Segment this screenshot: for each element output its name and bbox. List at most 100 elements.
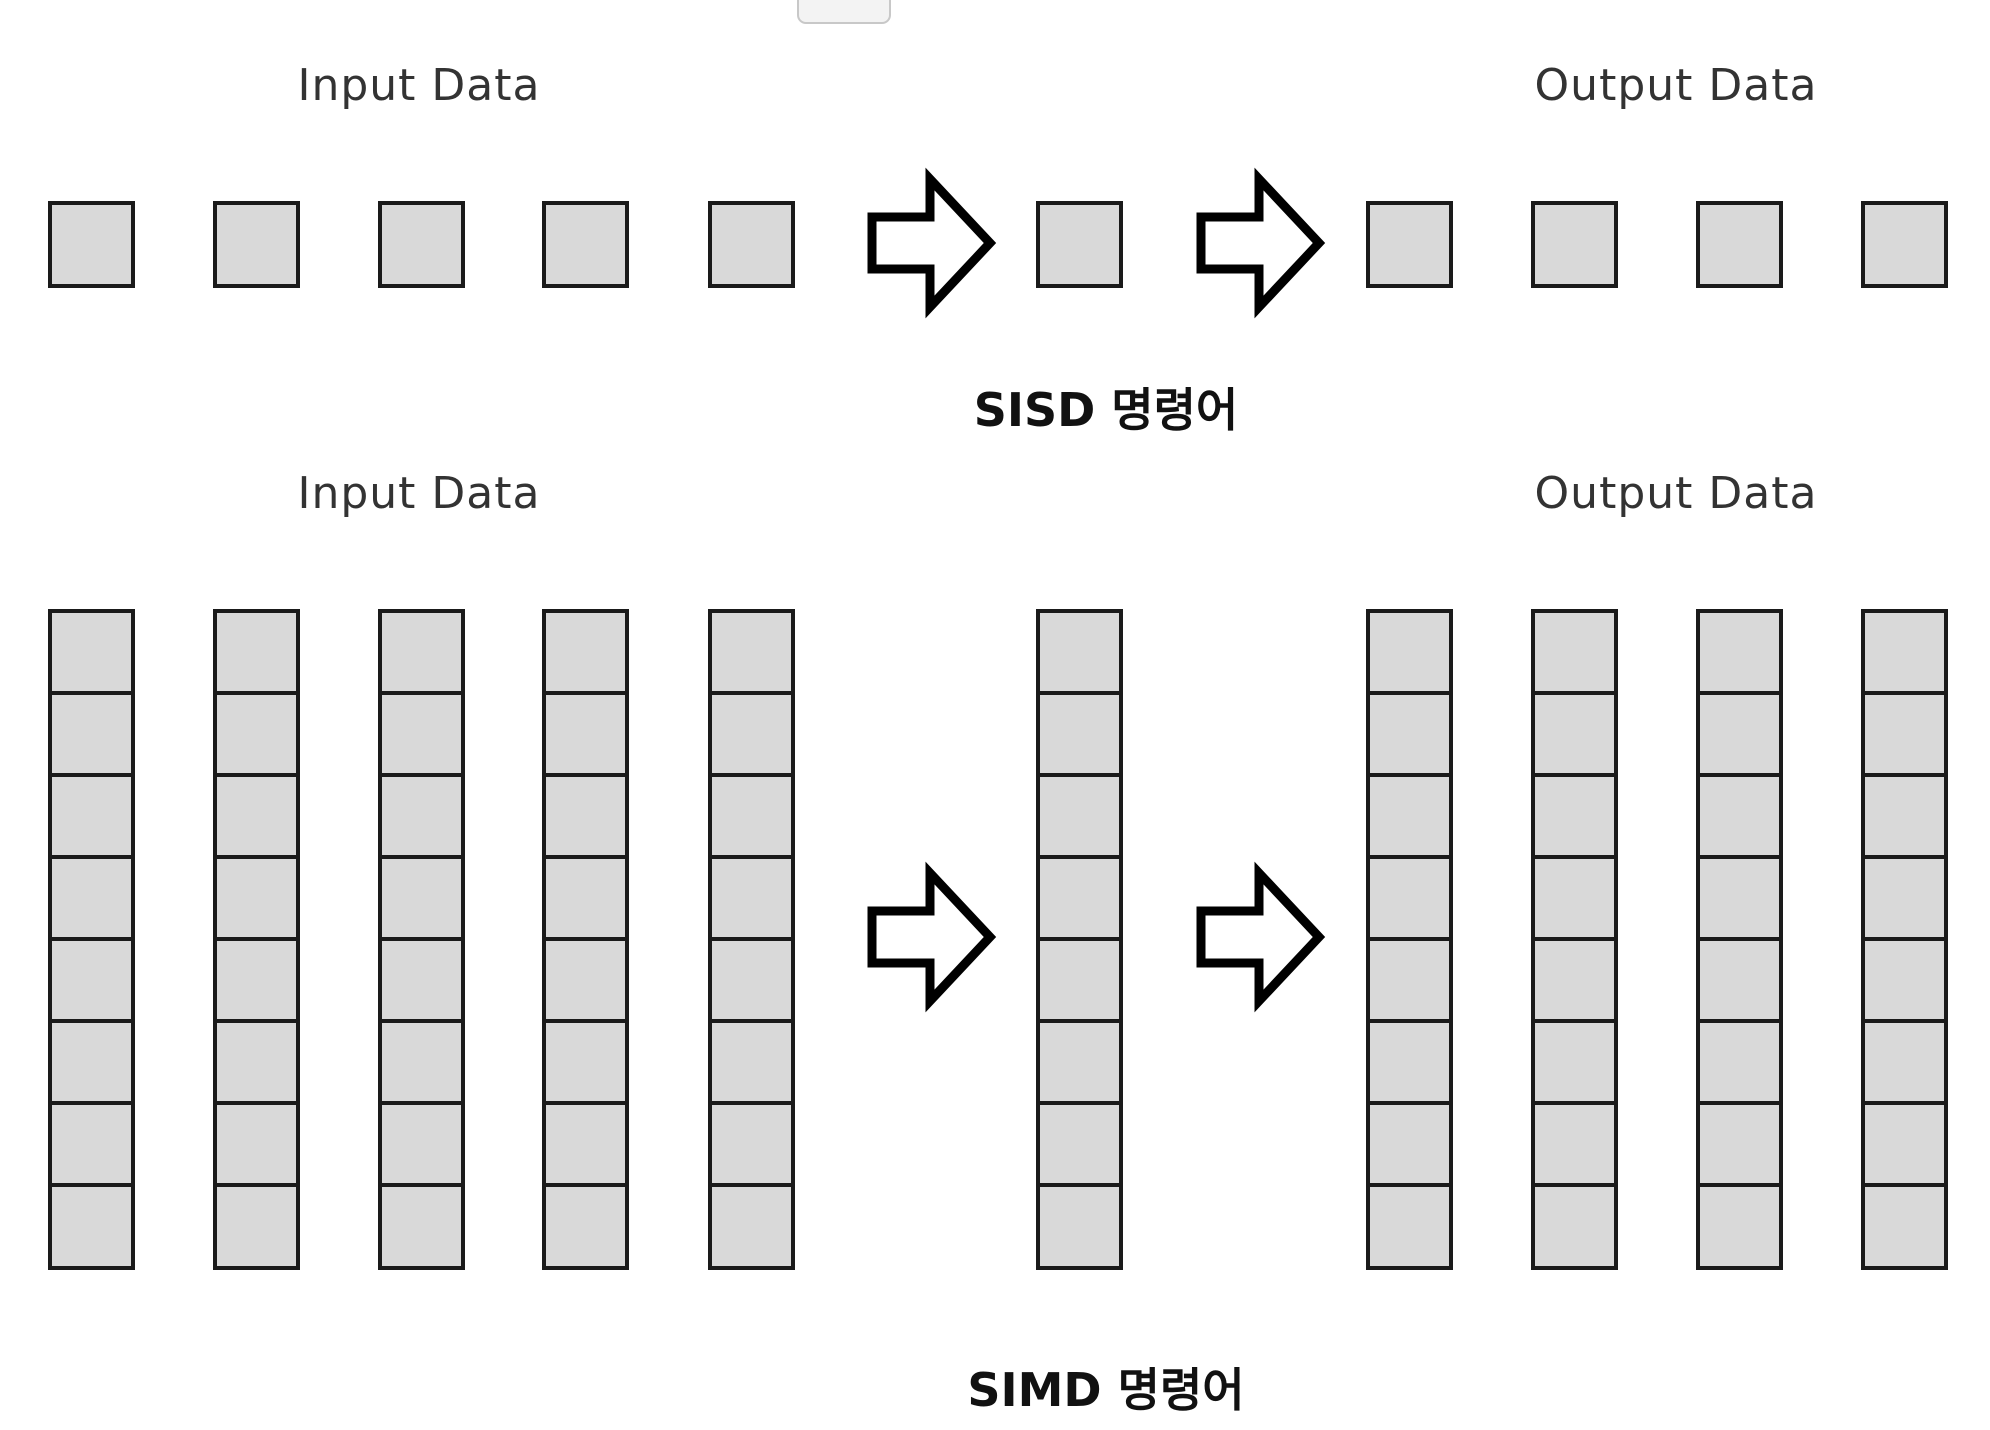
simd-output-cell <box>1366 1183 1453 1270</box>
simd-process-cell <box>1036 1019 1123 1106</box>
simd-input-cell <box>542 773 629 860</box>
sisd-input-column-3 <box>378 201 465 288</box>
simd-input-cell <box>213 1101 300 1188</box>
simd-output-cell <box>1531 773 1618 860</box>
sisd-process-column-1 <box>1036 201 1123 288</box>
simd-input-cell <box>708 1019 795 1106</box>
simd-output-column-2 <box>1531 609 1618 1270</box>
sisd-output-cell <box>1366 201 1453 288</box>
simd-input-cell <box>378 773 465 860</box>
simd-caption: SIMD 명령어 <box>967 1363 1244 1417</box>
simd-process-cell <box>1036 855 1123 942</box>
simd-input-cell <box>542 1101 629 1188</box>
simd-input-cell <box>213 855 300 942</box>
simd-output-column-1 <box>1366 609 1453 1270</box>
simd-output-cell <box>1366 691 1453 778</box>
sisd-caption: SISD 명령어 <box>974 383 1239 437</box>
simd-output-cell <box>1531 1019 1618 1106</box>
sisd-output-column-3 <box>1696 201 1783 288</box>
simd-output-cell <box>1531 1183 1618 1270</box>
simd-output-cell <box>1531 937 1618 1024</box>
sisd-input-column-5 <box>708 201 795 288</box>
simd-output-cell <box>1696 773 1783 860</box>
simd-input-cell <box>48 1019 135 1106</box>
simd-output-cell <box>1366 1101 1453 1188</box>
simd-output-cell <box>1861 855 1948 942</box>
simd-output-label: Output Data <box>1535 468 1818 519</box>
simd-input-cell <box>378 609 465 696</box>
simd-output-cell <box>1366 937 1453 1024</box>
simd-process-cell <box>1036 691 1123 778</box>
simd-output-cell <box>1861 1183 1948 1270</box>
simd-input-cell <box>48 1101 135 1188</box>
sisd-input-column-1 <box>48 201 135 288</box>
simd-output-cell <box>1366 609 1453 696</box>
sisd-output-cell <box>1531 201 1618 288</box>
simd-input-cell <box>48 691 135 778</box>
simd-output-cell <box>1696 1101 1783 1188</box>
simd-input-cell <box>542 937 629 1024</box>
simd-input-cell <box>708 691 795 778</box>
sisd-input-cell <box>48 201 135 288</box>
simd-input-cell <box>48 937 135 1024</box>
simd-process-cell <box>1036 609 1123 696</box>
simd-input-cell <box>213 773 300 860</box>
simd-input-cell <box>542 1183 629 1270</box>
simd-output-cell <box>1861 1101 1948 1188</box>
sisd-diagram <box>48 167 1948 319</box>
sisd-output-column-1 <box>1366 201 1453 288</box>
simd-input-cell <box>378 1183 465 1270</box>
simd-output-column-4 <box>1861 609 1948 1270</box>
simd-output-cell <box>1696 1183 1783 1270</box>
sisd-arrow-right-icon <box>1196 167 1326 319</box>
simd-input-label: Input Data <box>298 468 541 519</box>
simd-input-cell <box>48 855 135 942</box>
simd-input-cell <box>48 1183 135 1270</box>
simd-output-cell <box>1861 691 1948 778</box>
simd-input-cell <box>213 1019 300 1106</box>
simd-input-cell <box>213 937 300 1024</box>
simd-output-cell <box>1696 691 1783 778</box>
simd-process-cell <box>1036 1183 1123 1270</box>
simd-input-cell <box>708 773 795 860</box>
simd-output-cell <box>1696 1019 1783 1106</box>
simd-input-cell <box>708 937 795 1024</box>
simd-output-cell <box>1366 855 1453 942</box>
simd-output-cell <box>1861 609 1948 696</box>
simd-input-cell <box>542 1019 629 1106</box>
sisd-input-column-2 <box>213 201 300 288</box>
sisd-input-cell <box>542 201 629 288</box>
simd-input-cell <box>213 609 300 696</box>
sisd-process-cell <box>1036 201 1123 288</box>
simd-process-cell <box>1036 1101 1123 1188</box>
simd-output-cell <box>1696 609 1783 696</box>
simd-input-cell <box>708 855 795 942</box>
simd-input-cell <box>378 855 465 942</box>
simd-process-cell <box>1036 937 1123 1024</box>
simd-output-cell <box>1366 1019 1453 1106</box>
simd-input-column-4 <box>542 609 629 1270</box>
simd-output-cell <box>1531 691 1618 778</box>
simd-input-cell <box>48 773 135 860</box>
sisd-output-column-4 <box>1861 201 1948 288</box>
sisd-input-label: Input Data <box>298 60 541 111</box>
simd-input-cell <box>378 691 465 778</box>
simd-output-cell <box>1696 855 1783 942</box>
simd-input-cell <box>542 855 629 942</box>
simd-input-cell <box>708 1101 795 1188</box>
simd-input-column-1 <box>48 609 135 1270</box>
sisd-output-column-2 <box>1531 201 1618 288</box>
simd-input-cell <box>542 609 629 696</box>
sisd-arrow-right-icon <box>867 167 997 319</box>
simd-input-column-2 <box>213 609 300 1270</box>
simd-process-cell <box>1036 773 1123 860</box>
simd-output-column-3 <box>1696 609 1783 1270</box>
simd-input-cell <box>542 691 629 778</box>
simd-output-cell <box>1696 937 1783 1024</box>
simd-arrow-right-icon <box>1196 861 1326 1013</box>
simd-output-cell <box>1366 773 1453 860</box>
sisd-input-cell <box>378 201 465 288</box>
sisd-input-cell <box>213 201 300 288</box>
simd-input-cell <box>708 1183 795 1270</box>
